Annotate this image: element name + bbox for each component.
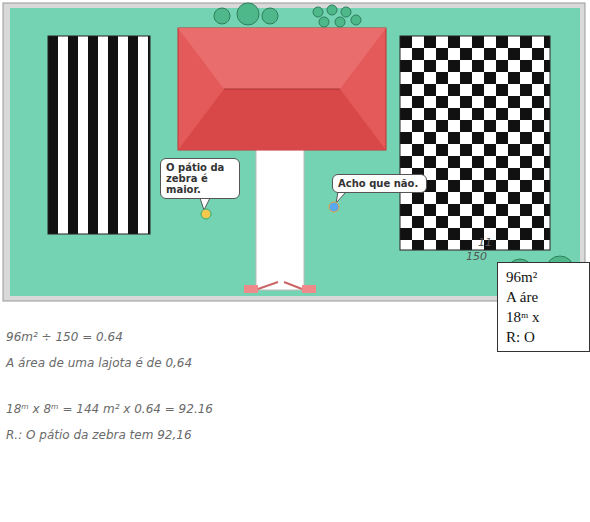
handwritten-calculation: 18ᵐ x 8ᵐ = 144 m² x 0.64 = 92.16 <box>6 402 213 416</box>
speech-text: O pátio da zebra é maior. <box>166 162 234 195</box>
bubble-tail <box>200 198 210 210</box>
answer-line: A áre <box>506 287 583 307</box>
bubble-tail <box>336 192 346 203</box>
answer-box: 96m²A áre18ᵐ xR: O <box>497 262 590 352</box>
answer-line: 18ᵐ x <box>506 307 583 327</box>
handwritten-calculation: 96m² ÷ 150 = 0.64 <box>6 330 123 344</box>
roof-face <box>178 28 386 89</box>
chess-courtyard <box>400 36 550 250</box>
handwritten-note: A área de uma lajota é de 0,64 <box>6 356 192 370</box>
answer-line: 96m² <box>506 267 583 287</box>
answer-line: R: O <box>506 327 583 347</box>
speech-bubble: O pátio da zebra é maior. <box>160 158 240 199</box>
handwritten-number: 11 <box>478 236 492 249</box>
speech-bubble: Acho que não. <box>332 174 427 193</box>
gate-post <box>302 285 316 293</box>
child-figure <box>329 202 339 212</box>
gate-post <box>244 285 258 293</box>
lawn <box>10 8 580 296</box>
bushes <box>214 3 574 285</box>
frame <box>3 3 585 301</box>
roof-face <box>178 89 386 150</box>
roof-ridge <box>224 89 340 90</box>
handwritten-number: 150 <box>466 250 487 263</box>
walkway <box>256 148 304 290</box>
speech-text: Acho que não. <box>338 178 421 189</box>
gate <box>258 282 278 289</box>
house-roof <box>178 28 386 150</box>
gate <box>284 282 302 289</box>
child-figure <box>201 209 211 219</box>
zebra-courtyard <box>48 36 150 234</box>
handwritten-answer: R.: O pátio da zebra tem 92,16 <box>6 428 192 442</box>
